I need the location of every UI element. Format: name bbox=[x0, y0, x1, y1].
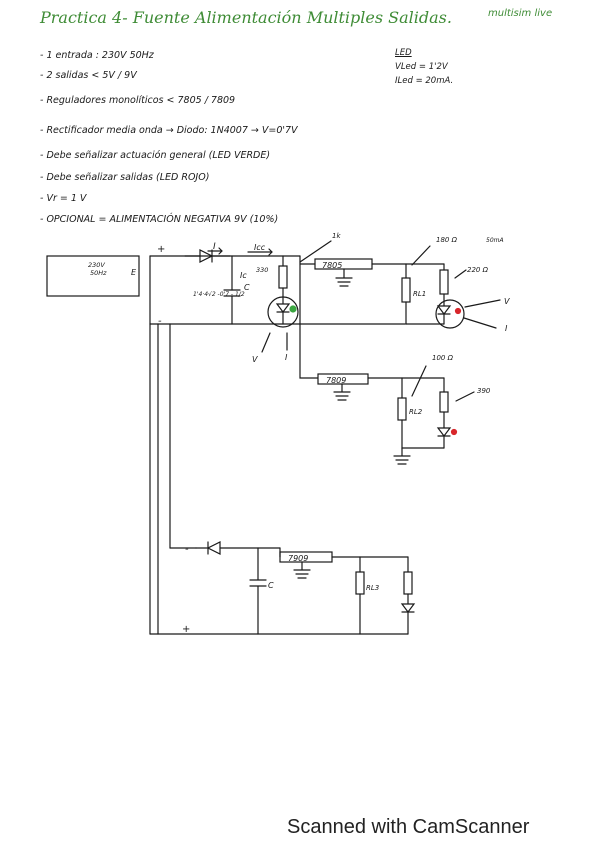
red-led-2-indicator bbox=[450, 428, 458, 436]
led-spec-vled: VLed = 1'2V bbox=[395, 62, 448, 72]
requirement-rectificador: - Rectificador media onda → Diodo: 1N400… bbox=[40, 125, 298, 136]
requirement-opcional: - OPCIONAL = ALIMENTACIÓN NEGATIVA 9V (1… bbox=[40, 214, 279, 225]
resistor-220-label: 220 Ω bbox=[467, 266, 489, 274]
current-i-label: I bbox=[213, 242, 216, 252]
resistor-390 bbox=[439, 391, 449, 413]
resistor-100-label: 100 Ω bbox=[432, 354, 454, 362]
requirement-led-verde: - Debe señalizar actuación general (LED … bbox=[40, 150, 271, 161]
resistor-1k-leader bbox=[299, 240, 332, 263]
ground-symbol-2 bbox=[393, 447, 411, 465]
requirement-led-rojo: - Debe señalizar salidas (LED ROJO) bbox=[40, 172, 210, 183]
resistor-100-leader bbox=[411, 365, 427, 397]
minus-label: - bbox=[158, 316, 162, 327]
capacitor-c1-label: C bbox=[244, 283, 250, 292]
requirement-entrada: - 1 entrada : 230V 50Hz bbox=[40, 50, 154, 61]
capacitor-c2-label: C bbox=[268, 581, 274, 590]
current-icc-label: Icc bbox=[254, 243, 266, 252]
capacitor-c2 bbox=[249, 547, 267, 635]
green-led-symbol bbox=[275, 287, 291, 325]
red-led-1-circle bbox=[435, 299, 465, 329]
current-50ma-label: 50mA bbox=[486, 237, 504, 244]
diode-negative bbox=[195, 541, 281, 555]
led-spec: LED VLed = 1'2V ILed = 20mA. bbox=[395, 46, 453, 88]
resistor-390-leader bbox=[455, 391, 475, 402]
resistor-330-label: 330 bbox=[256, 266, 268, 274]
requirement-salidas: - 2 salidas < 5V / 9V bbox=[40, 70, 137, 81]
led-1-i-label: I bbox=[505, 324, 508, 333]
led-3-symbol bbox=[400, 593, 416, 635]
resistor-220-leader bbox=[454, 269, 467, 279]
current-icc-arrow bbox=[247, 248, 273, 256]
resistor-330 bbox=[278, 265, 288, 289]
plus-2-label: + bbox=[182, 624, 190, 635]
camscanner-watermark: Scanned with CamScanner bbox=[287, 816, 530, 838]
source-label-voltage: 230V bbox=[88, 261, 105, 269]
resistor-rl1 bbox=[401, 277, 411, 303]
requirement-reguladores: - Reguladores monolíticos < 7805 / 7809 bbox=[40, 95, 236, 106]
rl3-label: RL3 bbox=[366, 584, 379, 592]
led-arrow-v-label: V bbox=[252, 355, 258, 364]
regulator-7805-label: 7805 bbox=[322, 261, 342, 270]
led-arrow-v bbox=[261, 332, 271, 353]
diode-rectifier bbox=[184, 249, 301, 263]
resistor-180-leader bbox=[411, 245, 431, 266]
red-led-2-symbol bbox=[436, 411, 452, 449]
red-led-1-indicator bbox=[454, 307, 462, 315]
resistor-390-label: 390 bbox=[477, 387, 491, 395]
led-1-arrow-v bbox=[464, 299, 501, 308]
resistor-1k-label: 1k bbox=[332, 232, 341, 240]
red-led-1-symbol bbox=[436, 293, 452, 325]
led-spec-iled: ILed = 20mA. bbox=[395, 76, 454, 86]
rl1-label: RL1 bbox=[413, 290, 426, 298]
current-ic-label: Ic bbox=[240, 271, 247, 280]
resistor-rl2 bbox=[397, 397, 407, 421]
resistor-180-label: 180 Ω bbox=[436, 236, 458, 244]
requirement-vr: - Vr = 1 V bbox=[40, 193, 87, 204]
transformer-source: 230V 50Hz E bbox=[46, 255, 140, 297]
resistor-rl3 bbox=[355, 571, 365, 595]
regulator-7909: 7909 bbox=[279, 547, 409, 579]
source-label-frequency: 50Hz bbox=[90, 269, 107, 277]
title-note: multisim live bbox=[488, 8, 553, 19]
capacitor-formula: 1'4·4√2 -0'7 - 1/2 bbox=[193, 291, 245, 298]
resistor-220 bbox=[439, 269, 449, 295]
plus-label: + bbox=[157, 244, 165, 255]
capacitor-c1 bbox=[223, 255, 241, 325]
led-spec-title: LED bbox=[395, 48, 412, 58]
current-i-arrow bbox=[207, 247, 223, 255]
led-arrow-i-label: I bbox=[285, 353, 288, 362]
green-led-indicator bbox=[289, 305, 297, 313]
regulator-7809-label: 7809 bbox=[326, 376, 346, 385]
led-1-arrow-i bbox=[463, 317, 497, 329]
resistor-led-3 bbox=[403, 571, 413, 595]
led-1-v-label: V bbox=[504, 297, 510, 306]
wire-rl2-bottom bbox=[401, 419, 445, 449]
page-title: Practica 4- Fuente Alimentación Multiple… bbox=[40, 8, 452, 27]
minus-2-label: - bbox=[185, 544, 189, 555]
rl2-label: RL2 bbox=[409, 408, 423, 416]
regulator-7909-label: 7909 bbox=[288, 554, 308, 563]
source-label-e: E bbox=[131, 268, 137, 277]
regulator-7805: 7805 bbox=[299, 255, 445, 325]
regulator-7809: 7809 bbox=[299, 323, 445, 401]
